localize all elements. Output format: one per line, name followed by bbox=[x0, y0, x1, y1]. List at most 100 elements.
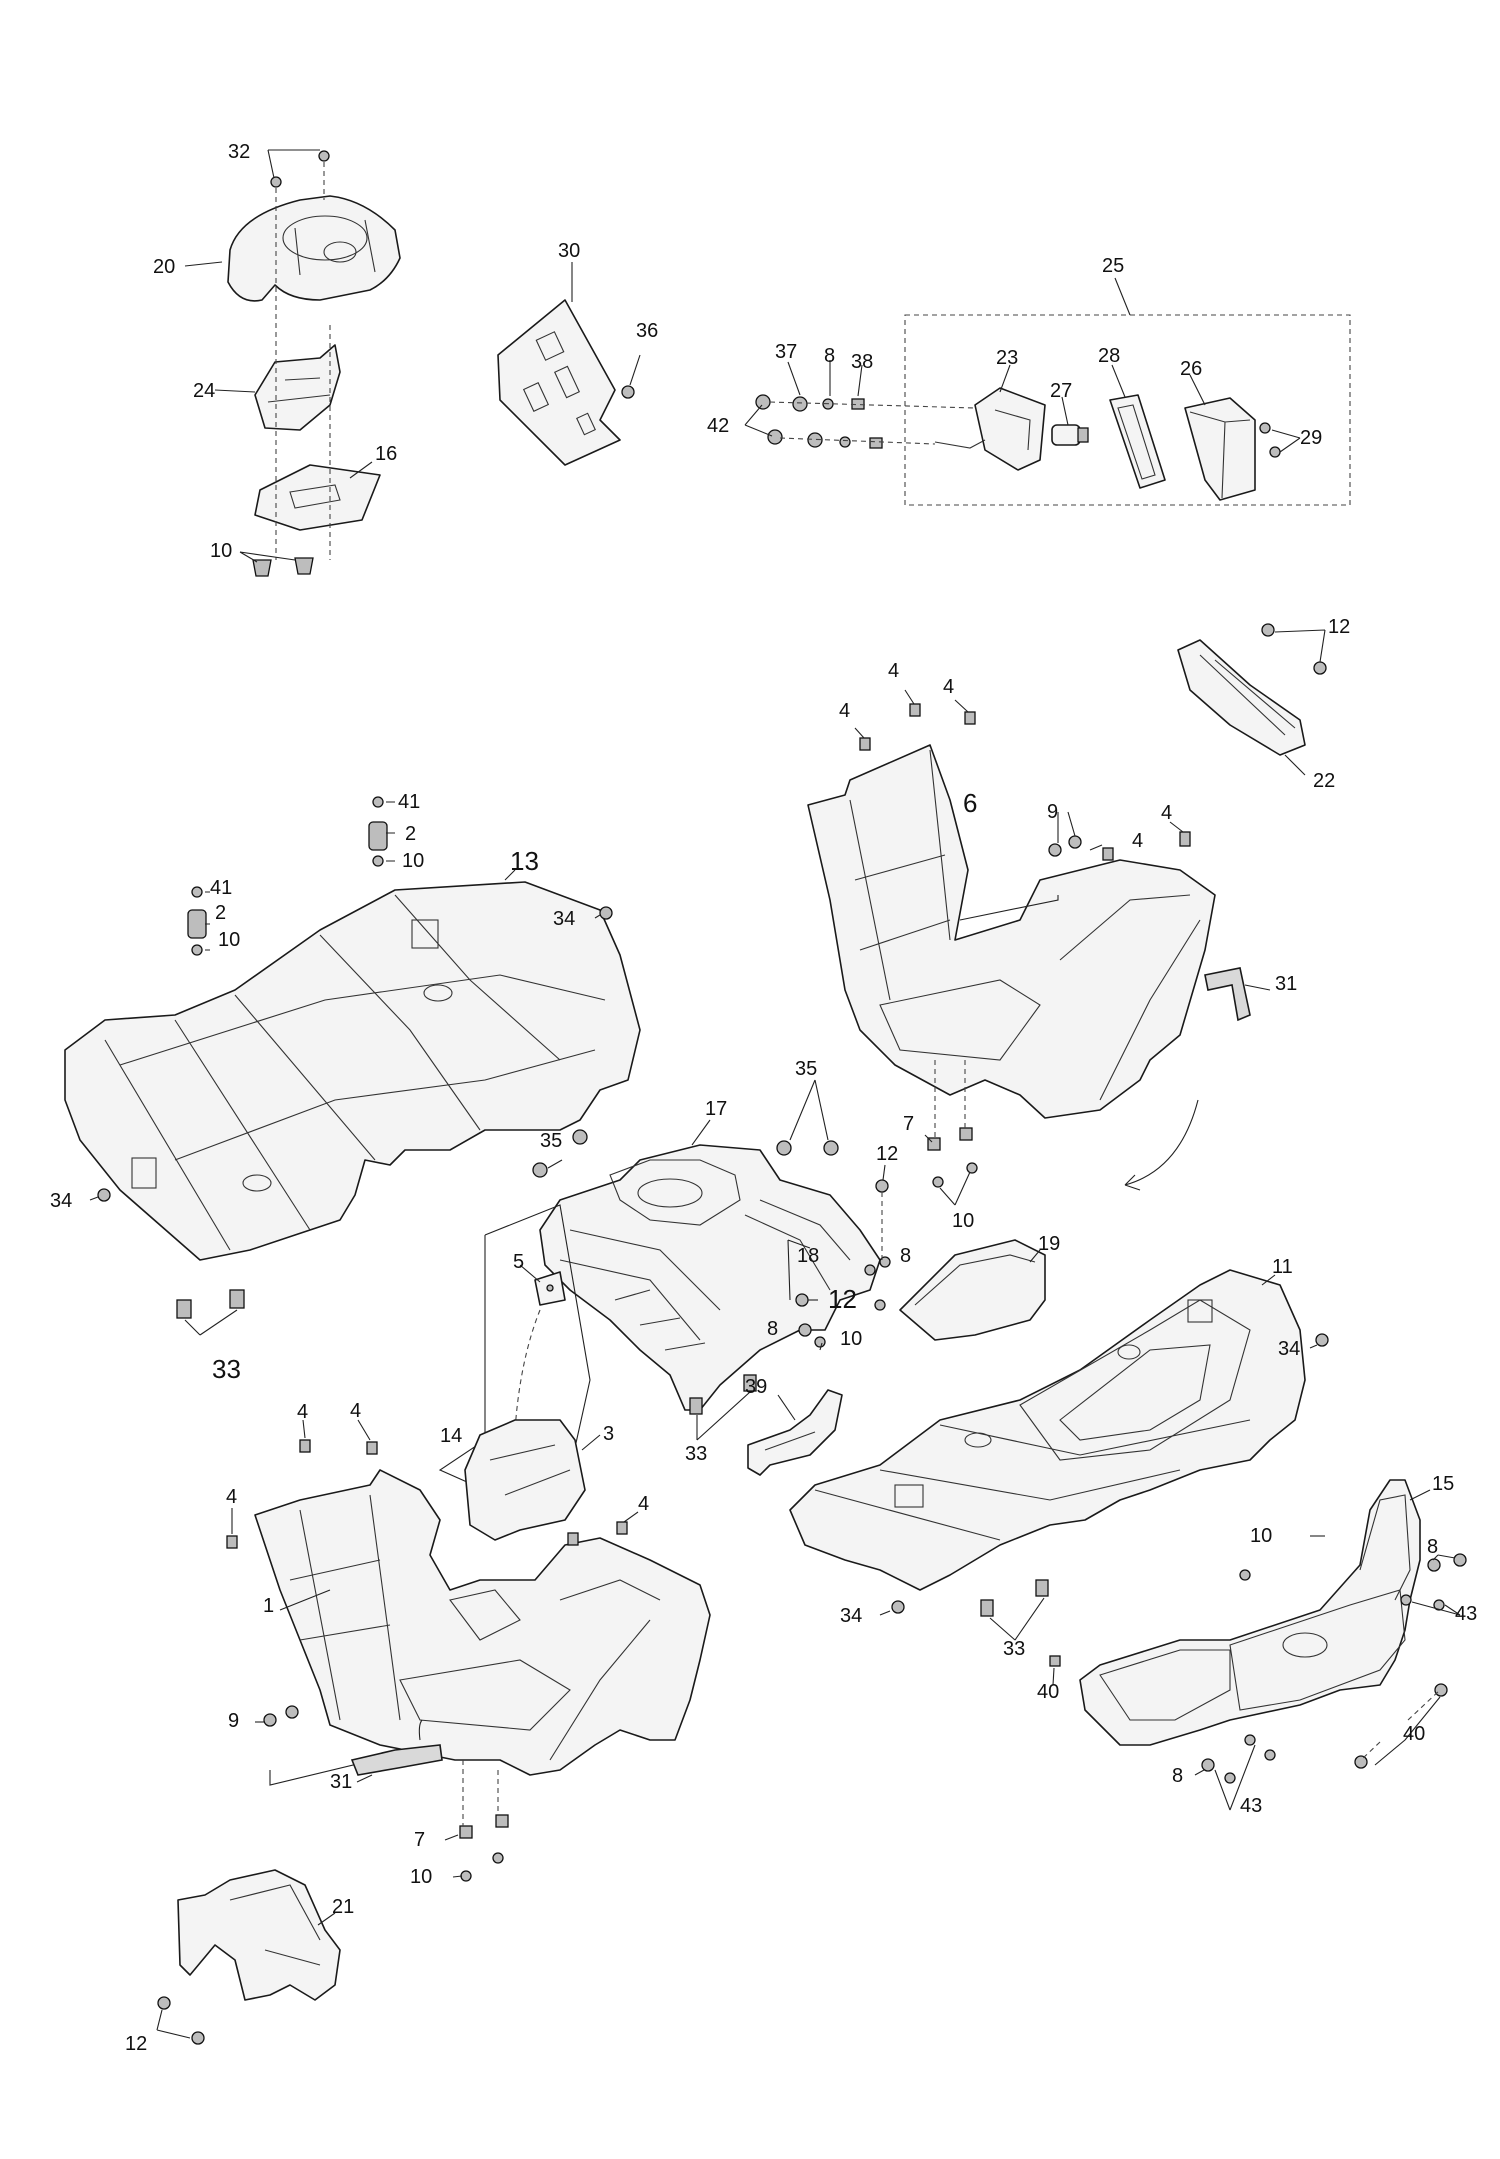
label-42: 42 bbox=[707, 415, 729, 437]
label-2-b: 2 bbox=[215, 902, 226, 924]
front-bumper bbox=[1079, 1479, 1421, 1746]
label-26: 26 bbox=[1180, 358, 1202, 380]
label-10-e: 10 bbox=[840, 1328, 862, 1350]
label-8-d: 8 bbox=[1427, 1536, 1438, 1558]
label-20: 20 bbox=[153, 256, 175, 278]
label-27: 27 bbox=[1050, 380, 1072, 402]
label-38: 38 bbox=[851, 351, 873, 373]
tail-light-kit-box bbox=[904, 314, 1351, 506]
tail-light-housing bbox=[934, 387, 1046, 471]
access-cover-19 bbox=[899, 1239, 1046, 1341]
label-10-g: 10 bbox=[1250, 1525, 1272, 1547]
label-14: 14 bbox=[440, 1425, 462, 1447]
label-3: 3 bbox=[603, 1423, 614, 1445]
label-22: 22 bbox=[1313, 770, 1335, 792]
tail-light-bulb bbox=[1051, 424, 1089, 446]
label-12-d: 12 bbox=[125, 2033, 147, 2055]
screw-36 bbox=[621, 385, 635, 399]
rear-left-fender bbox=[807, 744, 1216, 1119]
label-4-h: 4 bbox=[226, 1486, 237, 1508]
label-4-c: 4 bbox=[839, 700, 850, 722]
label-8-c: 8 bbox=[767, 1318, 778, 1340]
label-19: 19 bbox=[1038, 1233, 1060, 1255]
leaders-cover13 bbox=[89, 801, 601, 1336]
label-6: 6 bbox=[963, 788, 977, 818]
label-41-b: 41 bbox=[210, 877, 232, 899]
label-21: 21 bbox=[332, 1896, 354, 1918]
tail-light-gasket bbox=[1109, 394, 1166, 489]
seal-5 bbox=[534, 1271, 566, 1306]
kit-14-bracket bbox=[438, 1204, 591, 1491]
mounting-plate-16 bbox=[254, 464, 381, 531]
label-40-a: 40 bbox=[1037, 1681, 1059, 1703]
fender-1-hardware bbox=[226, 1439, 628, 1882]
label-7-b: 7 bbox=[414, 1829, 425, 1851]
label-34-c: 34 bbox=[1278, 1338, 1300, 1360]
tail-light-lens bbox=[1184, 397, 1256, 501]
label-34-b: 34 bbox=[50, 1190, 72, 1212]
label-41-a: 41 bbox=[398, 791, 420, 813]
label-8-a: 8 bbox=[824, 345, 835, 367]
label-4-e: 4 bbox=[1132, 830, 1143, 852]
label-10-b: 10 bbox=[402, 850, 424, 872]
label-12-a: 12 bbox=[1328, 616, 1350, 638]
license-plate-bracket bbox=[497, 299, 621, 466]
screw-12-b bbox=[1313, 661, 1327, 675]
label-4-i: 4 bbox=[638, 1493, 649, 1515]
label-10-c: 10 bbox=[218, 929, 240, 951]
leaders-cover11 bbox=[879, 1274, 1318, 1686]
label-35-a: 35 bbox=[540, 1130, 562, 1152]
label-9-b: 9 bbox=[228, 1710, 239, 1732]
mud-flap-31-right bbox=[1204, 967, 1251, 1022]
label-4-d: 4 bbox=[1161, 802, 1172, 824]
label-11: 11 bbox=[1272, 1256, 1293, 1278]
rear-rack-cover bbox=[64, 881, 641, 1261]
label-15: 15 bbox=[1432, 1473, 1454, 1495]
label-7-a: 7 bbox=[903, 1113, 914, 1135]
label-25: 25 bbox=[1102, 255, 1124, 277]
label-30: 30 bbox=[558, 240, 580, 262]
label-18: 18 bbox=[797, 1245, 819, 1267]
leaders-bumper15 bbox=[1194, 1489, 1461, 1811]
label-12-b: 12 bbox=[876, 1143, 898, 1165]
rear-bumper-piece bbox=[1177, 639, 1306, 756]
label-36: 36 bbox=[636, 320, 658, 342]
label-10-d: 10 bbox=[952, 1210, 974, 1232]
label-17: 17 bbox=[705, 1098, 727, 1120]
label-5: 5 bbox=[513, 1251, 524, 1273]
label-8-e: 8 bbox=[1172, 1765, 1183, 1787]
label-29: 29 bbox=[1300, 427, 1322, 449]
label-4-b: 4 bbox=[943, 676, 954, 698]
front-right-fender bbox=[254, 1469, 711, 1776]
leaders-tank17 bbox=[547, 1079, 971, 1351]
fender-6-hardware bbox=[859, 703, 1191, 861]
leaders-pod bbox=[184, 149, 373, 563]
bracket-21-hardware bbox=[157, 1996, 205, 2045]
label-10-a: 10 bbox=[210, 540, 232, 562]
label-33-b: 33 bbox=[685, 1443, 707, 1465]
label-4-g: 4 bbox=[350, 1400, 361, 1422]
protector-3 bbox=[464, 1419, 586, 1541]
leaders-taillight bbox=[744, 360, 1301, 453]
front-rack-cover bbox=[789, 1269, 1306, 1591]
screw-12-a bbox=[1261, 623, 1275, 637]
label-16: 16 bbox=[375, 443, 397, 465]
label-39: 39 bbox=[745, 1376, 767, 1398]
label-34-d: 34 bbox=[840, 1605, 862, 1627]
label-13: 13 bbox=[510, 846, 539, 876]
label-1: 1 bbox=[263, 1595, 274, 1617]
label-43-b: 43 bbox=[1240, 1795, 1262, 1817]
cover-11-hardware bbox=[891, 1333, 1329, 1667]
hardware-set-pod bbox=[252, 150, 330, 577]
label-31-a: 31 bbox=[1275, 973, 1297, 995]
label-9-a: 9 bbox=[1047, 801, 1058, 823]
label-43-a: 43 bbox=[1455, 1603, 1477, 1625]
label-28: 28 bbox=[1098, 345, 1120, 367]
label-40-b: 40 bbox=[1403, 1723, 1425, 1745]
cover-13-hardware bbox=[97, 796, 613, 1319]
label-37: 37 bbox=[775, 341, 797, 363]
tail-light-hardware bbox=[755, 394, 1281, 458]
footwell-bracket-21 bbox=[177, 1869, 341, 2001]
label-23: 23 bbox=[996, 347, 1018, 369]
